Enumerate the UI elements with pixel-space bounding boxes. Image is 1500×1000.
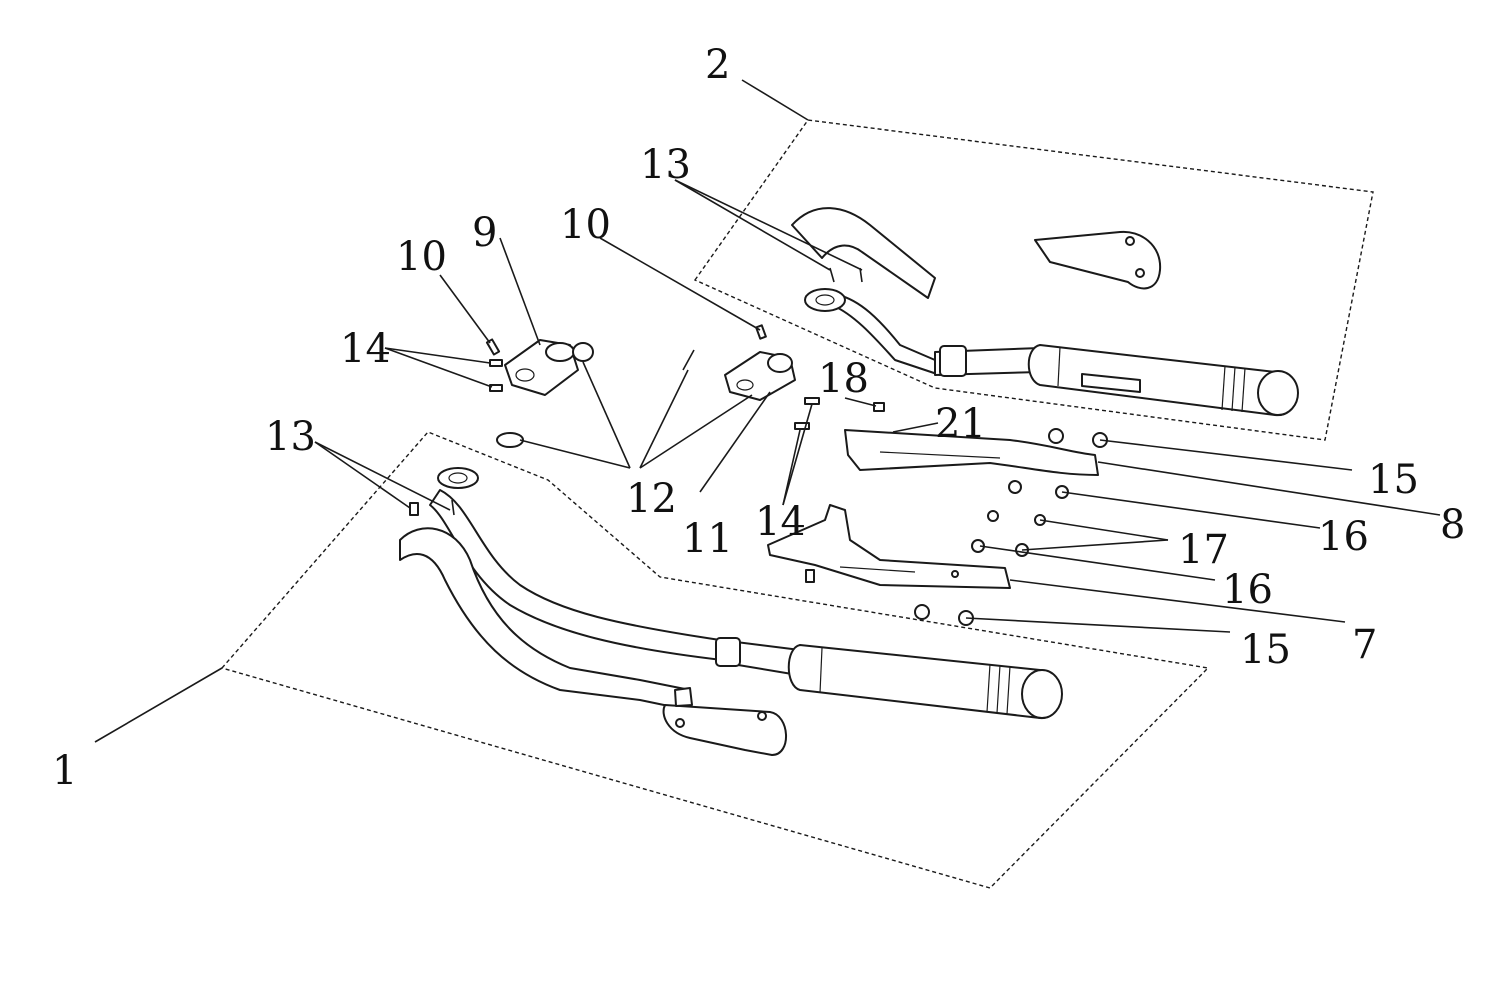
lower-shield-bolt-2 xyxy=(757,711,767,721)
callout-21: 21 xyxy=(935,401,986,447)
callout-7: 7 xyxy=(1352,622,1377,668)
callout-16-lower: 16 xyxy=(1222,567,1273,613)
upper-header-pipe xyxy=(791,207,936,299)
callout-12: 12 xyxy=(626,476,677,522)
callout-15-lower: 15 xyxy=(1240,627,1291,673)
callout-9: 9 xyxy=(472,210,497,256)
lower-heat-shield xyxy=(662,704,787,756)
manifold-joint-11 xyxy=(724,351,796,401)
bolt-14-lower xyxy=(805,569,815,583)
lower-muffler-ring-2 xyxy=(996,664,1001,714)
assembly-1-boundary xyxy=(220,431,1210,889)
lower-muffler-ring-4 xyxy=(819,647,823,694)
bolt-18 xyxy=(873,402,885,412)
callout-18: 18 xyxy=(818,356,869,402)
upper-heat-shield xyxy=(1034,230,1162,290)
upper-muffler-ring-3 xyxy=(1241,367,1246,413)
lower-exhaust-assembly xyxy=(399,467,1063,756)
bracket-7-hole xyxy=(951,570,959,578)
callout-11: 11 xyxy=(682,516,733,562)
washer-16-upper-a xyxy=(1008,480,1022,494)
upper-flange-stud-2 xyxy=(859,267,863,283)
upper-muffler-ring-4 xyxy=(1057,346,1061,387)
lower-heat-shield-tab xyxy=(674,687,693,707)
bracket-8-slot xyxy=(879,451,1001,459)
upper-flange-port xyxy=(815,294,835,306)
bracket-8 xyxy=(844,429,1099,476)
bracket-7-slot xyxy=(839,566,916,573)
lower-muffler-ring-1 xyxy=(986,663,991,713)
upper-muffler-body xyxy=(1027,344,1296,417)
upper-exhaust-flange xyxy=(804,288,846,312)
callout-16-upper: 16 xyxy=(1318,514,1369,560)
upper-exhaust-assembly xyxy=(791,207,1299,417)
lower-flange-stud xyxy=(451,499,455,516)
lower-muffler-ring-3 xyxy=(1006,665,1011,715)
lower-flange-port xyxy=(448,472,468,484)
upper-muffler-ring-2 xyxy=(1231,366,1236,412)
callout-2: 2 xyxy=(705,42,730,88)
callout-17: 17 xyxy=(1178,527,1229,573)
callout-13-upper: 13 xyxy=(640,142,691,188)
callout-14-right: 14 xyxy=(755,499,806,545)
upper-pipe-clamp xyxy=(939,345,967,377)
bolt-14-d xyxy=(794,422,810,430)
stud-12 xyxy=(682,349,695,371)
lower-exhaust-flange xyxy=(437,467,479,489)
lower-shield-bolt-1 xyxy=(675,718,685,728)
assembly-2-boundary xyxy=(693,119,1374,441)
gasket-12-left xyxy=(496,432,524,448)
callout-8: 8 xyxy=(1440,502,1465,548)
nut-15-lower-a xyxy=(914,604,930,620)
callout-10-right: 10 xyxy=(560,202,611,248)
upper-muffler-mount xyxy=(1081,373,1141,393)
bolt-10-left xyxy=(485,338,501,356)
callout-13-lower: 13 xyxy=(265,414,316,460)
callout-1: 1 xyxy=(52,748,77,794)
bracket-7 xyxy=(767,504,1011,589)
upper-muffler-end-cap xyxy=(1257,370,1299,416)
manifold-joint-9 xyxy=(504,339,579,396)
leader-lines xyxy=(94,79,1441,743)
bolt-14-b xyxy=(489,384,503,392)
upper-shield-bolt-2 xyxy=(1135,268,1145,278)
upper-flange-stud-1 xyxy=(829,267,835,283)
nut-17-a xyxy=(987,510,999,522)
upper-shield-bolt-1 xyxy=(1125,236,1135,246)
lower-muffler-end-cap xyxy=(1021,669,1063,719)
callout-10-left: 10 xyxy=(396,234,447,280)
lower-pipe-clamp xyxy=(715,637,741,667)
nut-15-upper-a xyxy=(1048,428,1064,444)
bolt-14-c xyxy=(804,397,820,405)
lower-muffler-body xyxy=(787,644,1061,720)
bolt-14-a xyxy=(489,359,503,367)
callout-15-upper: 15 xyxy=(1368,457,1419,503)
callout-14-left: 14 xyxy=(340,326,391,372)
bolt-13-lower xyxy=(409,502,419,516)
bolt-10-right xyxy=(755,324,767,340)
gasket-ring-9 xyxy=(572,342,594,362)
upper-muffler-ring-1 xyxy=(1221,365,1226,411)
